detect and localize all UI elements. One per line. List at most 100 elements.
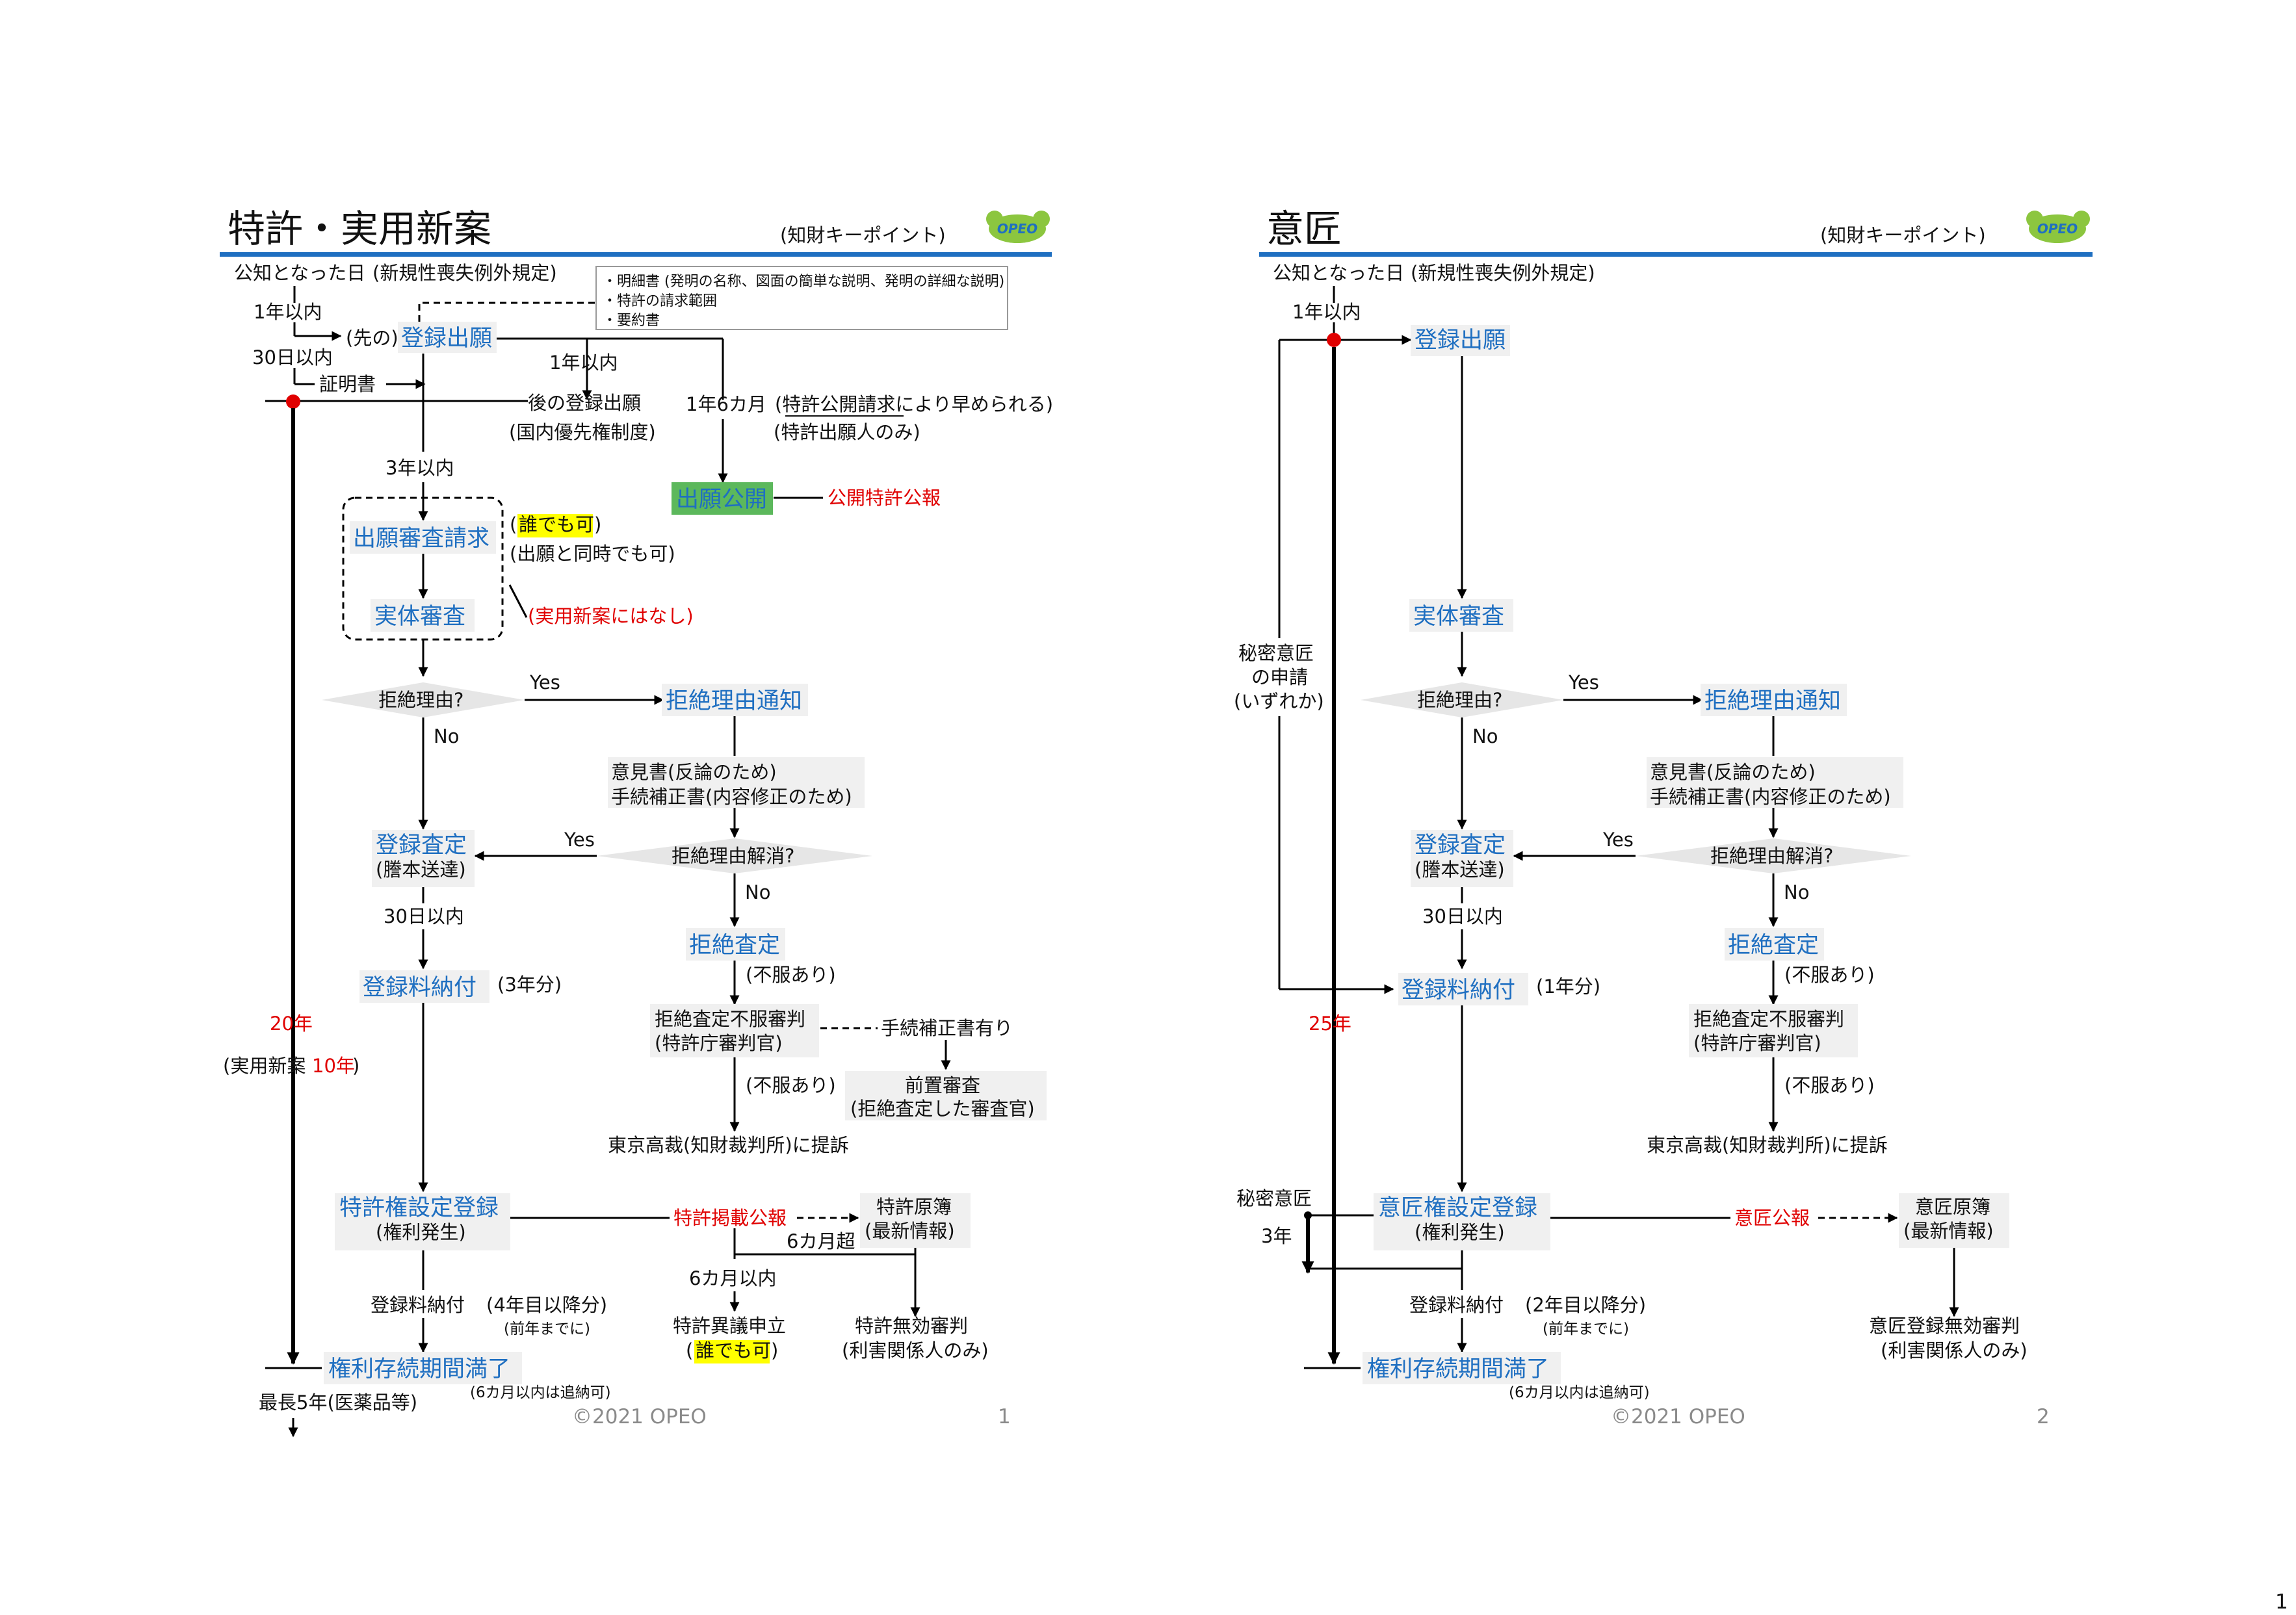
svg-text:(3年分): (3年分) bbox=[497, 974, 562, 996]
svg-text:拒絶理由解消?: 拒絶理由解消? bbox=[672, 845, 794, 867]
shinkisei-label: (新規性喪失例外規定) bbox=[372, 262, 557, 284]
svg-text:(出願と同時でも可): (出願と同時でも可) bbox=[510, 543, 675, 565]
daredemo-a: 誰でも可 bbox=[519, 513, 594, 536]
kyozetsu-satei-node: 拒絶査定 bbox=[689, 933, 780, 959]
twenty-years: 20年 bbox=[270, 1013, 313, 1035]
svg-text:特許原簿: 特許原簿 bbox=[876, 1196, 952, 1218]
tokyo-label: 東京高裁(知財裁判所)に提訴 bbox=[608, 1134, 849, 1156]
ato-toroku-node: 後の登録出願 bbox=[528, 392, 641, 414]
svg-text:証明書: 証明書 bbox=[319, 373, 376, 395]
kokai-node: 出願公開 bbox=[676, 487, 767, 513]
svg-text:6カ月以内: 6カ月以内 bbox=[689, 1267, 776, 1289]
note-3: ・要約書 bbox=[603, 313, 660, 329]
svg-text:(国内優先権制度): (国内優先権制度) bbox=[509, 421, 656, 443]
slide-left: 特許・実用新案 (知財キーポイント) OPEO 公知となった日 (新規性喪失例外… bbox=[220, 207, 1053, 1438]
svg-text:No: No bbox=[1472, 725, 1498, 747]
svg-text:意匠登録無効審判: 意匠登録無効審判 bbox=[1869, 1315, 2020, 1337]
svg-text:公知となった日: 公知となった日 bbox=[1273, 262, 1404, 284]
svg-text:秘密意匠: 秘密意匠 bbox=[1238, 642, 1314, 664]
svg-text:の申請: の申請 bbox=[1251, 666, 1308, 688]
svg-text:登録料納付: 登録料納付 bbox=[1409, 1294, 1504, 1316]
svg-text:(特許公開請求により早められる): (特許公開請求により早められる) bbox=[775, 393, 1053, 415]
svg-text:登録査定: 登録査定 bbox=[1415, 833, 1506, 859]
svg-text:(権利発生): (権利発生) bbox=[376, 1221, 466, 1243]
svg-text:拒絶理由?: 拒絶理由? bbox=[378, 689, 463, 711]
svg-text:(6カ月以内は追納可): (6カ月以内は追納可) bbox=[1509, 1384, 1650, 1401]
svg-text:拒絶査定: 拒絶査定 bbox=[1728, 933, 1819, 959]
svg-text:No: No bbox=[745, 881, 770, 903]
start-dot bbox=[286, 394, 300, 409]
note-2: ・特許の請求範囲 bbox=[603, 293, 717, 309]
svg-text:): ) bbox=[594, 513, 601, 536]
kokai-koho-label: 公開特許公報 bbox=[828, 487, 941, 509]
kokai-box bbox=[672, 482, 773, 515]
svg-text:(2年目以降分): (2年目以降分) bbox=[1525, 1294, 1646, 1316]
toroku-satei-node: 登録査定 bbox=[376, 833, 467, 859]
manryo-node: 権利存続期間満了 bbox=[328, 1356, 510, 1382]
svg-text:(先の): (先の) bbox=[346, 327, 398, 349]
svg-text:(不服あり): (不服あり) bbox=[1784, 1074, 1875, 1096]
svg-text:(不服あり): (不服あり) bbox=[746, 1074, 836, 1096]
opeo-logo: OPEO bbox=[986, 211, 1050, 243]
svg-text:(最新情報): (最新情報) bbox=[1903, 1220, 1994, 1242]
svg-text:): ) bbox=[771, 1339, 778, 1362]
svg-text:登録料納付: 登録料納付 bbox=[1402, 977, 1515, 1003]
svg-text:(: ( bbox=[510, 513, 517, 536]
svg-text:(不服あり): (不服あり) bbox=[1784, 964, 1875, 986]
svg-text:(前年までに): (前年までに) bbox=[504, 1321, 590, 1337]
svg-text:©2021 OPEO: ©2021 OPEO bbox=[572, 1405, 707, 1428]
svg-text:OPEO: OPEO bbox=[2037, 221, 2078, 237]
svg-text:手続補正書(内容修正のため): 手続補正書(内容修正のため) bbox=[1650, 786, 1891, 808]
svg-text:(謄本送達): (謄本送達) bbox=[1415, 859, 1505, 881]
svg-text:Yes: Yes bbox=[1602, 829, 1634, 851]
svg-text:(新規性喪失例外規定): (新規性喪失例外規定) bbox=[1411, 262, 1595, 284]
svg-text:(権利発生): (権利発生) bbox=[1415, 1221, 1505, 1243]
svg-text:(6カ月以内は追納可): (6カ月以内は追納可) bbox=[470, 1384, 611, 1401]
svg-text:手続補正書有り: 手続補正書有り bbox=[881, 1017, 1013, 1039]
svg-text:): ) bbox=[352, 1055, 359, 1077]
svg-text:Yes: Yes bbox=[564, 829, 595, 851]
svg-text:2: 2 bbox=[2037, 1405, 2050, 1428]
kaisho-q-diamond bbox=[597, 838, 872, 873]
svg-text:6カ月超: 6カ月超 bbox=[787, 1230, 855, 1252]
slide-title: 特許・実用新案 bbox=[228, 207, 491, 251]
keisai-label: 特許掲載公報 bbox=[673, 1207, 787, 1229]
daredemo-b: 誰でも可 bbox=[696, 1339, 771, 1362]
svg-text:拒絶理由解消?: 拒絶理由解消? bbox=[1710, 845, 1833, 867]
svg-text:前置審査: 前置審査 bbox=[905, 1074, 980, 1096]
svg-text:(4年目以降分): (4年目以降分) bbox=[486, 1294, 607, 1316]
svg-text:1年6カ月: 1年6カ月 bbox=[686, 393, 766, 415]
slide-right: 意匠 (知財キーポイント) OPEO 公知となった日 (新規性喪失例外規定) 1… bbox=[1234, 207, 2093, 1428]
svg-text:特許異議申立: 特許異議申立 bbox=[673, 1315, 786, 1337]
highlight bbox=[517, 514, 593, 537]
kouchi-label: 公知となった日 bbox=[234, 262, 365, 284]
svg-text:拒絶査定不服審判: 拒絶査定不服審判 bbox=[655, 1008, 805, 1030]
svg-text:意見書(反論のため): 意見書(反論のため) bbox=[1650, 761, 1816, 783]
svg-text:最長5年(医薬品等): 最長5年(医薬品等) bbox=[259, 1391, 417, 1414]
svg-text:意匠公報: 意匠公報 bbox=[1734, 1207, 1810, 1229]
svg-text:10年: 10年 bbox=[312, 1055, 355, 1077]
tsuchi-node: 拒絶理由通知 bbox=[666, 688, 802, 714]
svg-text:(特許庁審判官): (特許庁審判官) bbox=[655, 1032, 783, 1054]
svg-text:25年: 25年 bbox=[1309, 1013, 1351, 1035]
svg-text:(利害関係人のみ): (利害関係人のみ) bbox=[1881, 1339, 2028, 1362]
svg-text:No: No bbox=[434, 725, 459, 747]
start-dot-2 bbox=[1327, 333, 1341, 347]
svg-text:拒絶査定不服審判: 拒絶査定不服審判 bbox=[1693, 1008, 1844, 1030]
title-underline bbox=[220, 252, 1052, 257]
slide-subtitle: (知財キーポイント) bbox=[780, 224, 946, 246]
notes-box bbox=[595, 266, 1008, 330]
svg-text:秘密意匠: 秘密意匠 bbox=[1236, 1187, 1312, 1209]
svg-text:特許無効審判: 特許無効審判 bbox=[855, 1315, 968, 1337]
svg-text:©2021 OPEO: ©2021 OPEO bbox=[1611, 1405, 1745, 1428]
svg-text:意匠権設定登録: 意匠権設定登録 bbox=[1378, 1195, 1537, 1221]
svg-text:(実用新案にはなし): (実用新案にはなし) bbox=[528, 605, 694, 627]
saki-toroku-node: 登録出願 bbox=[401, 326, 492, 352]
svg-text:意匠原簿: 意匠原簿 bbox=[1915, 1196, 1990, 1218]
svg-text:(特許庁審判官): (特許庁審判官) bbox=[1693, 1032, 1821, 1054]
opeo-logo-2: OPEO bbox=[2026, 211, 2090, 243]
svg-text:3年以内: 3年以内 bbox=[385, 457, 454, 479]
svg-text:(最新情報): (最新情報) bbox=[865, 1220, 955, 1242]
